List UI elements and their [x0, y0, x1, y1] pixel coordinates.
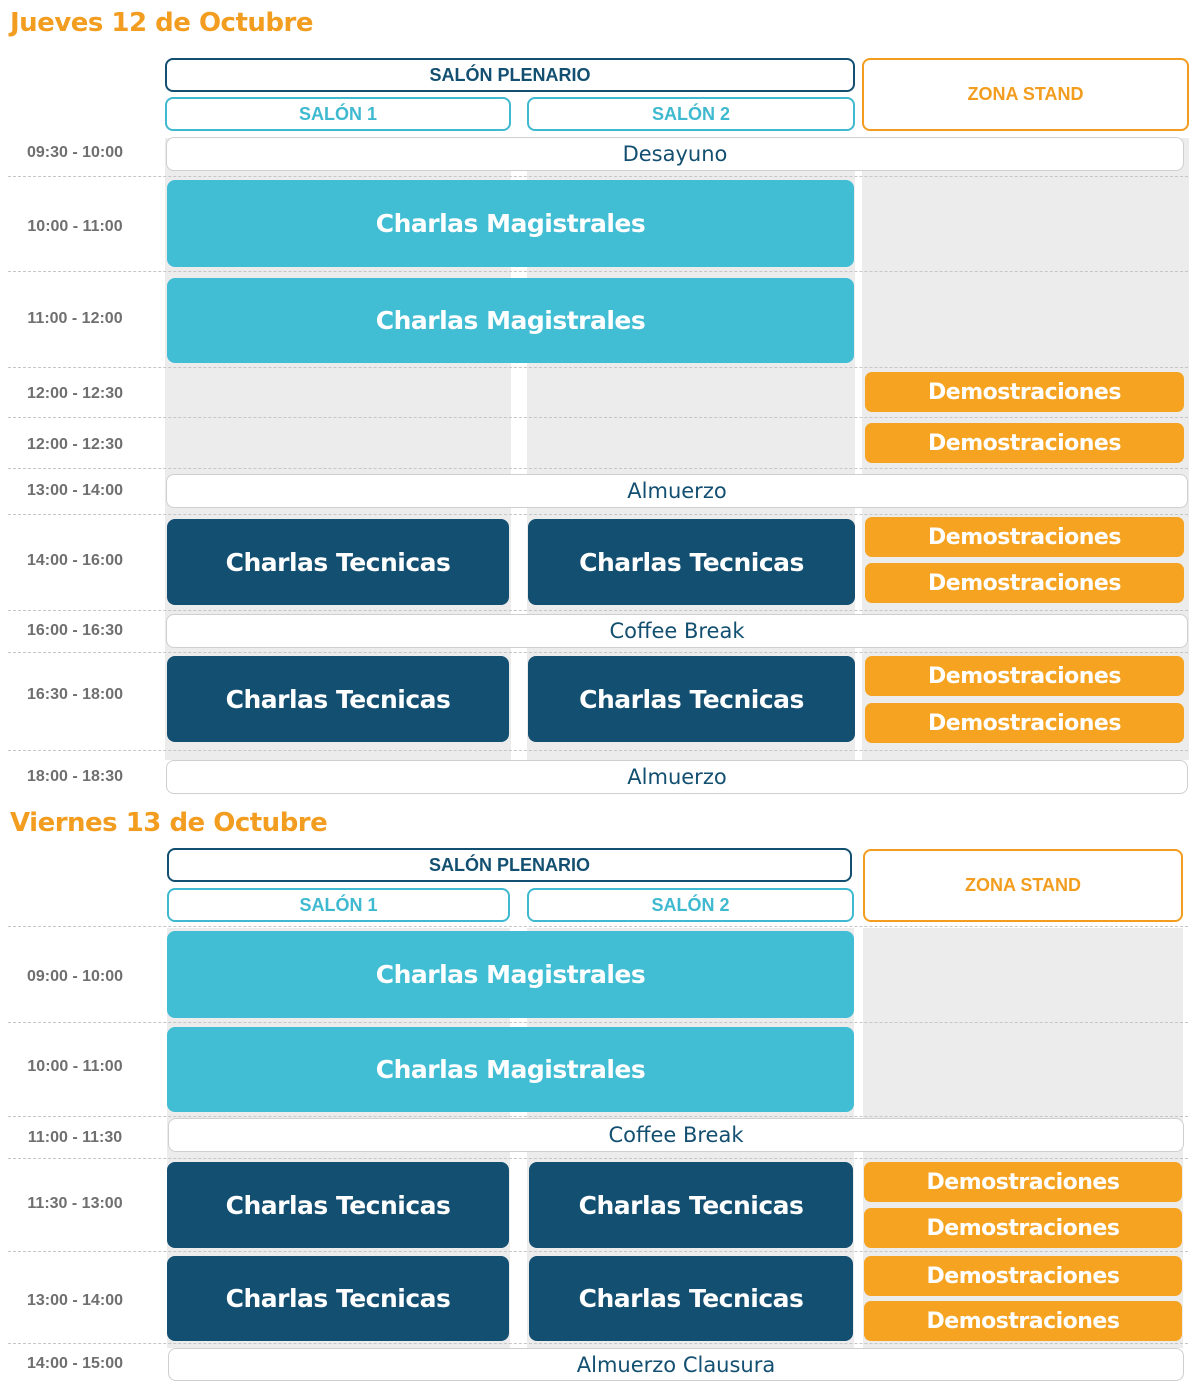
time-slot: 18:00 - 18:30: [26, 768, 124, 785]
event-charlas-tecnicas[interactable]: Charlas Tecnicas: [167, 656, 509, 742]
header-salon-plenario: SALÓN PLENARIO: [167, 848, 852, 882]
time-slot: 16:00 - 16:30: [26, 622, 124, 639]
header-salon-plenario: SALÓN PLENARIO: [165, 58, 855, 92]
header-salon-1: SALÓN 1: [165, 97, 511, 131]
time-slot: 14:00 - 15:00: [26, 1355, 124, 1372]
row-separator: [8, 514, 1188, 515]
row-separator: [8, 1116, 1188, 1117]
time-slot: 12:00 - 12:30: [26, 385, 124, 402]
row-separator: [8, 610, 1188, 611]
event-demostraciones[interactable]: Demostraciones: [864, 1256, 1182, 1296]
row-separator: [8, 750, 1188, 751]
break-coffee: Coffee Break: [168, 1118, 1184, 1152]
header-salon-2: SALÓN 2: [527, 888, 854, 922]
time-slot: 13:00 - 14:00: [26, 1292, 124, 1309]
event-charlas-magistrales[interactable]: Charlas Magistrales: [167, 1027, 854, 1112]
header-salon-1: SALÓN 1: [167, 888, 510, 922]
row-separator: [8, 367, 1188, 368]
event-demostraciones[interactable]: Demostraciones: [865, 656, 1184, 696]
time-slot: 10:00 - 11:00: [27, 1058, 123, 1075]
event-demostraciones[interactable]: Demostraciones: [864, 1301, 1182, 1341]
row-separator: [8, 1158, 1188, 1159]
event-charlas-magistrales[interactable]: Charlas Magistrales: [167, 931, 854, 1018]
row-separator: [8, 1022, 1188, 1023]
time-slot: 09:00 - 10:00: [26, 968, 124, 985]
row-separator: [8, 1343, 1188, 1344]
time-slot: 11:00 - 12:00: [27, 310, 123, 327]
row-separator: [8, 926, 1188, 927]
event-demostraciones[interactable]: Demostraciones: [865, 703, 1184, 743]
time-slot: 09:30 - 10:00: [26, 144, 124, 161]
event-demostraciones[interactable]: Demostraciones: [864, 1162, 1182, 1202]
time-slot: 16:30 - 18:00: [26, 686, 124, 703]
day-title: Viernes 13 de Octubre: [10, 808, 328, 838]
event-charlas-tecnicas[interactable]: Charlas Tecnicas: [528, 519, 855, 605]
event-demostraciones[interactable]: Demostraciones: [865, 517, 1184, 557]
event-demostraciones[interactable]: Demostraciones: [864, 1208, 1182, 1248]
time-slot: 13:00 - 14:00: [26, 482, 124, 499]
break-almuerzo: Almuerzo: [166, 760, 1188, 794]
break-almuerzo-clausura: Almuerzo Clausura: [168, 1348, 1184, 1381]
time-slot: 11:30 - 13:00: [27, 1195, 123, 1212]
row-separator: [8, 417, 1188, 418]
event-demostraciones[interactable]: Demostraciones: [865, 423, 1184, 463]
event-charlas-magistrales[interactable]: Charlas Magistrales: [167, 278, 854, 363]
header-salon-2: SALÓN 2: [527, 97, 855, 131]
event-charlas-magistrales[interactable]: Charlas Magistrales: [167, 180, 854, 267]
event-charlas-tecnicas[interactable]: Charlas Tecnicas: [167, 1162, 509, 1248]
time-slot: 10:00 - 11:00: [27, 218, 123, 235]
break-coffee: Coffee Break: [166, 614, 1188, 648]
time-slot: 14:00 - 16:00: [26, 552, 124, 569]
event-demostraciones[interactable]: Demostraciones: [865, 563, 1184, 603]
event-demostraciones[interactable]: Demostraciones: [865, 372, 1184, 412]
header-zona-stand: ZONA STAND: [862, 58, 1189, 131]
row-separator: [8, 271, 1188, 272]
break-almuerzo: Almuerzo: [166, 474, 1188, 508]
event-charlas-tecnicas[interactable]: Charlas Tecnicas: [167, 519, 509, 605]
event-charlas-tecnicas[interactable]: Charlas Tecnicas: [529, 1162, 853, 1248]
row-separator: [8, 176, 1188, 177]
time-slot: 12:00 - 12:30: [26, 436, 124, 453]
time-slot: 11:00 - 11:30: [27, 1129, 123, 1146]
header-zona-stand: ZONA STAND: [863, 849, 1183, 922]
event-charlas-tecnicas[interactable]: Charlas Tecnicas: [529, 1256, 853, 1341]
row-separator: [8, 468, 1188, 469]
row-separator: [8, 1251, 1188, 1252]
row-separator: [8, 652, 1188, 653]
break-desayuno: Desayuno: [166, 137, 1184, 171]
day-title: Jueves 12 de Octubre: [10, 8, 313, 38]
event-charlas-tecnicas[interactable]: Charlas Tecnicas: [167, 1256, 509, 1341]
event-charlas-tecnicas[interactable]: Charlas Tecnicas: [528, 656, 855, 742]
